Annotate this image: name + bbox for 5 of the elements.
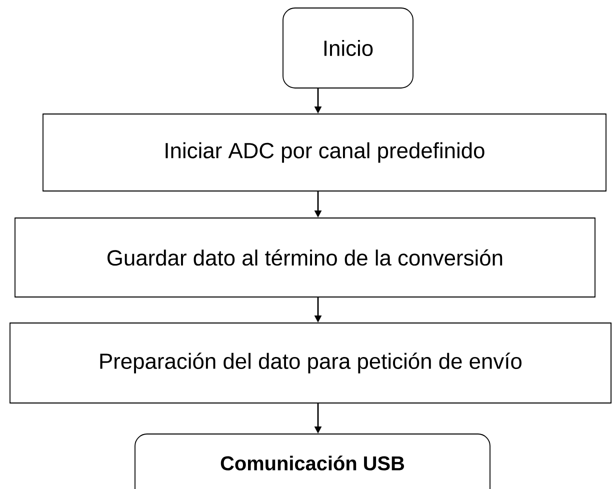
- process-box: Preparación del dato para petición de envío: [10, 322, 612, 404]
- start-box: Inicio: [282, 8, 414, 88]
- process-box: Comunicación USB: [134, 434, 490, 489]
- process-box: Guardar dato al término de la conversión: [14, 218, 596, 298]
- process-box: Iniciar ADC por canal predefinido: [42, 114, 606, 192]
